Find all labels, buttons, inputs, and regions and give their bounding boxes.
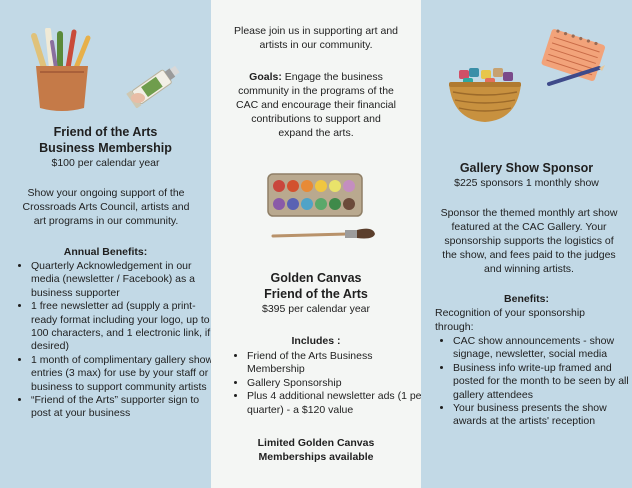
right-recognition: Recognition of your sponsorship through:: [435, 307, 586, 333]
list-item: CAC show announcements - show signage, n…: [453, 335, 632, 362]
list-item: 1 month of complimentary gallery show en…: [31, 354, 215, 394]
right-benefits-heading: Benefits:: [504, 293, 549, 305]
left-title-line1: Friend of the Arts: [53, 125, 158, 139]
list-item: Your business presents the show awards a…: [453, 402, 632, 429]
paintbrush-icon: [267, 222, 377, 244]
left-benefits-list: Quarterly Acknowledgement in our media (…: [15, 260, 215, 421]
goals-text: Engage the business community in the pro…: [236, 71, 396, 139]
list-item: Quarterly Acknowledgement in our media (…: [31, 260, 215, 300]
middle-goals: Goals: Engage the business community in …: [233, 70, 399, 140]
limited-note: Limited Golden Canvas Memberships availa…: [211, 436, 421, 464]
left-benefits-heading: Annual Benefits:: [63, 246, 148, 258]
right-price: $225 sponsors 1 monthly show: [454, 177, 599, 189]
left-panel: Friend of the Arts Business Membership $…: [0, 0, 213, 488]
middle-price: $395 per calendar year: [262, 303, 370, 315]
list-item: Friend of the Arts Business Membership: [247, 350, 427, 377]
limited-line1: Limited Golden Canvas: [257, 437, 375, 449]
left-description: Show your ongoing support of the Crossro…: [22, 187, 190, 227]
limited-line2: Memberships available: [258, 451, 374, 463]
thread-basket-icon: [445, 64, 525, 126]
list-item: “Friend of the Arts” supporter sign to p…: [31, 394, 215, 421]
watercolor-palette-icon: [267, 172, 365, 220]
pencil-icon: [545, 62, 605, 88]
goals-label: Goals:: [249, 71, 282, 83]
middle-intro: Please join us in supporting art and art…: [233, 25, 399, 51]
list-item: Business info write-up framed and posted…: [453, 362, 632, 402]
right-panel: Gallery Show Sponsor $225 sponsors 1 mon…: [421, 0, 632, 488]
middle-panel: Please join us in supporting art and art…: [211, 0, 425, 488]
left-title-line2: Business Membership: [39, 141, 172, 155]
list-item: Plus 4 additional newsletter ads (1 per …: [247, 390, 427, 417]
list-item: 1 free newsletter ad (supply a print-rea…: [31, 300, 215, 354]
list-item: Gallery Sponsorship: [247, 377, 427, 390]
pencil-cup-icon: [30, 28, 94, 114]
left-price: $100 per calendar year: [51, 157, 160, 169]
includes-heading: Includes :: [291, 335, 341, 347]
middle-title-line1: Golden Canvas: [270, 271, 362, 285]
right-benefits-list: CAC show announcements - show signage, n…: [437, 335, 632, 429]
notepad-icon: [537, 28, 609, 84]
paint-tube-icon: [124, 60, 188, 108]
includes-list: Friend of the Arts Business Membership G…: [231, 350, 427, 417]
middle-title-line2: Friend of the Arts: [264, 287, 368, 301]
right-title: Gallery Show Sponsor: [459, 161, 594, 175]
right-description: Sponsor the themed monthly art show feat…: [440, 207, 618, 275]
